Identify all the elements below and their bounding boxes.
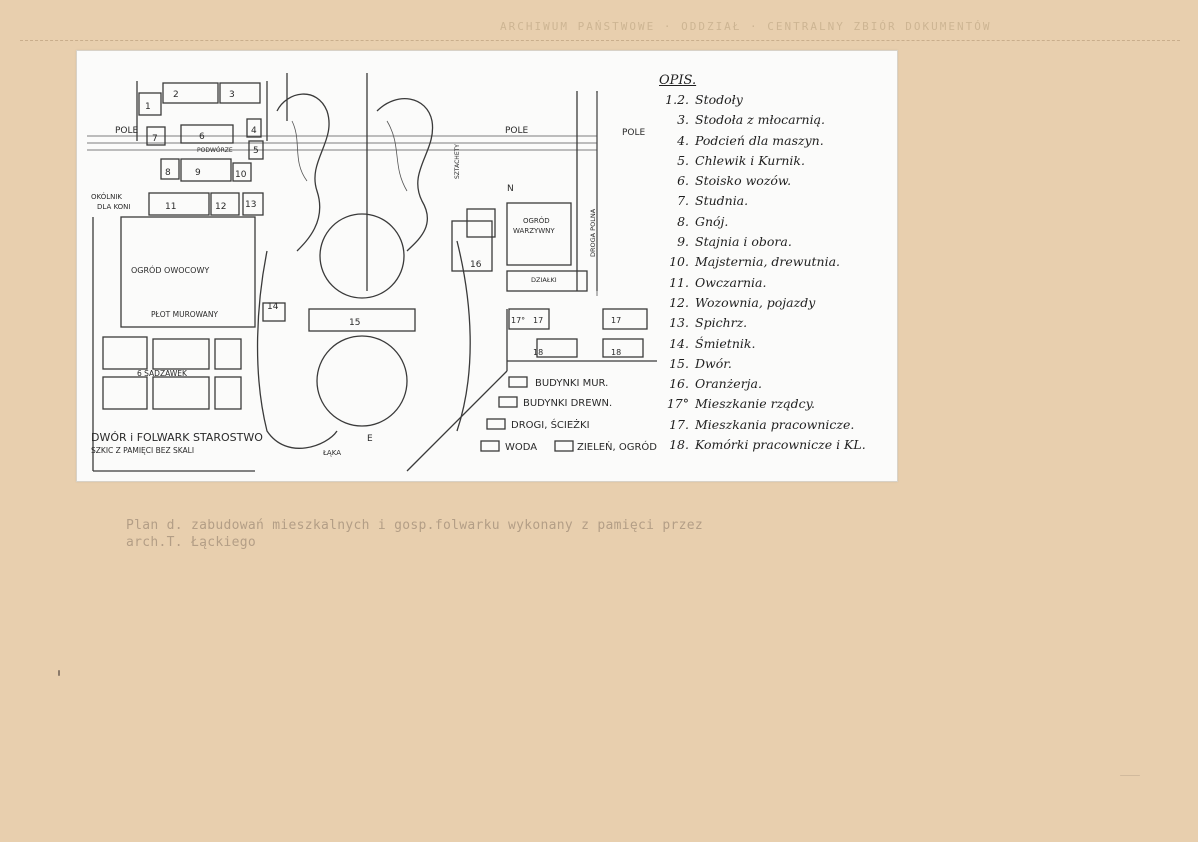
num-1: 1 <box>145 102 151 112</box>
key-budynki-mur: BUDYNKI MUR. <box>535 378 608 389</box>
legend-item: 12.Wozownia, pojazdy <box>669 294 816 310</box>
paper-speck <box>1120 775 1140 776</box>
num-16: 16 <box>470 260 482 270</box>
num-8: 8 <box>165 168 171 178</box>
legend-item: 6.Stoisko wozów. <box>677 173 792 189</box>
legend-item: 4.Podcień dla maszyn. <box>677 132 824 148</box>
legend-title: OPIS. <box>659 73 697 88</box>
label-droga-polna: DROGA POLNA <box>589 208 597 257</box>
legend-item: 16.Oranżerja. <box>669 376 762 392</box>
num-17-b: 17 <box>611 316 621 325</box>
legend-item: 9.Stajnia i obora. <box>677 234 792 250</box>
plan-photocopy: POLE POLE POLE PODWÓRZE OKÓLNIK DLA KONI… <box>76 50 898 482</box>
label-sadzawek: 6 SADZAWEK <box>137 369 188 378</box>
caption-line-1: Plan d. zabudowań mieszkalnych i gosp.fo… <box>126 518 703 533</box>
label-pole-right: POLE <box>622 128 646 138</box>
legend-item: 17.Mieszkania pracownicze. <box>669 416 855 432</box>
num-2: 2 <box>173 90 179 100</box>
legend-item: 5.Chlewik i Kurnik. <box>677 152 805 168</box>
label-laka: ŁĄKA <box>322 449 341 457</box>
legend-item: 18.Komórki pracownicze i KL. <box>669 437 866 453</box>
num-3: 3 <box>229 90 235 100</box>
label-okolnik: OKÓLNIK <box>91 192 122 201</box>
label-sztachety: SZTACHETY <box>454 144 461 179</box>
label-pole-mid: POLE <box>505 126 529 136</box>
label-dzialki: DZIAŁKI <box>531 276 557 284</box>
num-5: 5 <box>253 146 259 156</box>
legend-item: 11.Owczarnia. <box>669 274 767 290</box>
label-ogrod-warzywny-1: OGRÓD <box>523 216 550 225</box>
legend-item: 8.Gnój. <box>677 213 729 229</box>
label-east: E <box>367 434 373 444</box>
num-4: 4 <box>251 126 257 136</box>
key-drogi: DROGI, ŚCIEŻKI <box>511 418 590 431</box>
key-zielen: ZIELEŃ, OGRÓD <box>577 440 657 453</box>
plan-title: DWÓR i FOLWARK STAROSTWO <box>91 431 263 444</box>
legend-item: 13.Spichrz. <box>669 315 748 331</box>
top-divider <box>20 40 1180 41</box>
legend-item: 10.Majsternia, drewutnia. <box>669 254 841 270</box>
legend-item: 3.Stodoła z młocarnią. <box>677 112 826 128</box>
num-17-a: 17 <box>533 316 543 325</box>
caption-line-2: arch.T. Łąckiego <box>126 535 257 550</box>
label-plot-murowany: PŁOT MUROWANY <box>151 310 218 319</box>
num-11: 11 <box>165 202 176 212</box>
archive-stamp: ARCHIWUM PAŃSTWOWE · ODDZIAŁ · CENTRALNY… <box>500 20 992 33</box>
label-dla-koni: DLA KONI <box>97 203 130 211</box>
legend-item: 17°Mieszkanie rządcy. <box>666 396 816 412</box>
key-woda: WODA <box>505 442 537 453</box>
estate-plan-drawing: POLE POLE POLE PODWÓRZE OKÓLNIK DLA KONI… <box>87 73 657 472</box>
paper-speck <box>58 670 60 676</box>
num-7: 7 <box>152 134 158 144</box>
label-ogrod-warzywny-2: WARZYWNY <box>513 227 555 235</box>
legend-item: 7.Studnia. <box>677 193 749 209</box>
label-pole-left: POLE <box>115 126 139 136</box>
num-6: 6 <box>199 132 205 142</box>
num-14: 14 <box>267 302 279 312</box>
num-13: 13 <box>245 200 256 210</box>
legend-item: 1.2.Stodoły <box>665 92 743 107</box>
key-budynki-drewn: BUDYNKI DREWN. <box>523 398 612 409</box>
num-17-steward: 17° <box>511 316 525 325</box>
label-podworze: PODWÓRZE <box>197 147 233 154</box>
num-9: 9 <box>195 168 201 178</box>
num-18-a: 18 <box>533 348 543 357</box>
label-ogrod-owocowy: OGRÓD OWOCOWY <box>131 264 209 275</box>
legend-item: 15.Dwór. <box>669 355 732 371</box>
typed-caption: Plan d. zabudowań mieszkalnych i gosp.fo… <box>126 517 886 551</box>
num-15: 15 <box>349 318 360 328</box>
legend-panel: OPIS. 1.2.Stodoły 3.Stodoła z młocarnią.… <box>659 73 889 455</box>
label-north: N <box>507 184 514 194</box>
num-10: 10 <box>235 170 247 180</box>
num-12: 12 <box>215 202 226 212</box>
plan-subtitle: SZKIC Z PAMIĘCI BEZ SKALI <box>91 446 194 455</box>
num-18-b: 18 <box>611 348 621 357</box>
legend-item: 14.Śmietnik. <box>669 335 756 351</box>
